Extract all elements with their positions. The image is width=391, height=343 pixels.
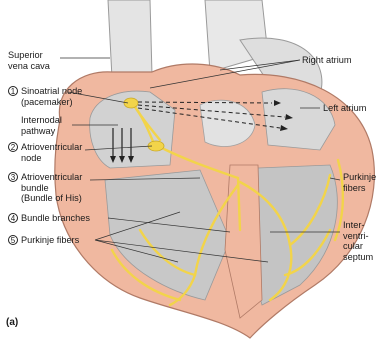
septum-line4: septum	[343, 252, 373, 263]
step-number-2: 2	[8, 142, 18, 152]
superior-vena-cava	[108, 0, 152, 78]
panel-label-text: (a)	[6, 317, 18, 328]
step-number-1: 1	[8, 86, 18, 96]
internodal-line2: pathway	[21, 126, 62, 137]
left-atrium-text: Left atrium	[323, 103, 366, 113]
purkinje-right-line2: fibers	[343, 183, 376, 194]
septum-line3: cular	[343, 241, 373, 252]
superior-vena-cava-line1: Superior	[8, 50, 50, 61]
panel-label: (a)	[6, 318, 18, 329]
superior-vena-cava-line2: vena cava	[8, 61, 50, 72]
step-number-5: 5	[8, 235, 18, 245]
step-number-3: 3	[8, 172, 18, 182]
label-septum: Inter- ventri- cular septum	[343, 220, 373, 262]
av-bundle-line3: (Bundle of His)	[8, 193, 82, 204]
label-right-atrium: Right atrium	[302, 55, 352, 66]
av-node-line1: Atrioventricular	[21, 142, 82, 152]
purkinje-left-text: Purkinje fibers	[21, 235, 79, 245]
sa-node-line1: Sinoatrial node	[21, 86, 82, 96]
right-atrium-text: Right atrium	[302, 55, 352, 65]
label-superior-vena-cava: Superior vena cava	[8, 50, 50, 71]
internodal-line1: Internodal	[21, 115, 62, 126]
av-bundle-line1: Atrioventricular	[21, 172, 82, 182]
av-bundle-line2: bundle	[8, 183, 82, 194]
sa-node-line2: (pacemaker)	[8, 97, 82, 108]
label-internodal-pathway: Internodal pathway	[21, 115, 62, 136]
septum-line2: ventri-	[343, 231, 373, 242]
av-node-line2: node	[8, 153, 82, 164]
septum-line1: Inter-	[343, 220, 373, 231]
bundle-branches-text: Bundle branches	[21, 213, 90, 223]
purkinje-right-line1: Purkinje	[343, 172, 376, 183]
label-purkinje-right: Purkinje fibers	[343, 172, 376, 193]
label-left-atrium: Left atrium	[323, 103, 366, 114]
step-number-4: 4	[8, 213, 18, 223]
